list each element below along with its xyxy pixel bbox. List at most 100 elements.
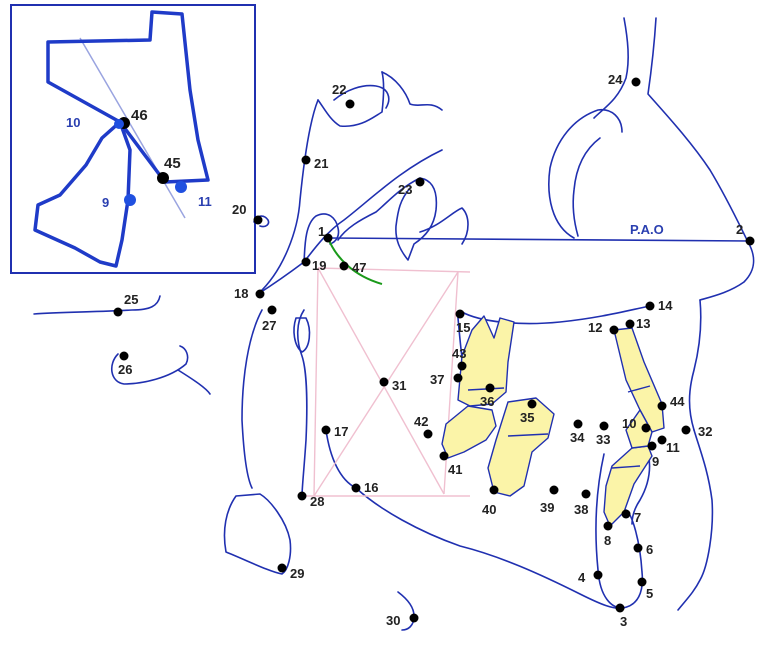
landmark-point-35 [527, 399, 537, 409]
incisor-seam-b [611, 465, 641, 469]
landmark-label-37: 37 [430, 372, 444, 387]
landmark-label-15: 15 [456, 320, 470, 335]
cranial-roof-curve [381, 71, 443, 111]
landmark-point-12 [609, 325, 619, 335]
landmark-label-35: 35 [520, 410, 534, 425]
landmark-point-20 [253, 215, 263, 225]
nose-tip [699, 241, 755, 301]
landmark-label-23: 23 [398, 182, 412, 197]
landmark-label-19: 19 [312, 258, 326, 273]
landmark-point-24 [631, 77, 641, 87]
landmark-point-23 [415, 177, 425, 187]
landmark-point-33 [599, 421, 609, 431]
landmark-label-31: 31 [392, 378, 406, 393]
landmark-point-40 [489, 485, 499, 495]
landmark-label-32: 32 [698, 424, 712, 439]
landmark-point-17 [321, 425, 331, 435]
landmark-label-7: 7 [634, 510, 641, 525]
landmark-label-3: 3 [620, 614, 627, 629]
upper-molar-crown-tooth [487, 397, 555, 497]
landmark-point-27 [267, 305, 277, 315]
landmark-point-47 [339, 261, 349, 271]
landmark-label-12: 12 [588, 320, 602, 335]
chin-soft [631, 451, 651, 525]
landmark-point-22 [345, 99, 355, 109]
landmark-label-16: 16 [364, 480, 378, 495]
landmark-point-4 [593, 570, 603, 580]
inset-label-9: 9 [102, 195, 109, 210]
landmark-point-28 [297, 491, 307, 501]
landmark-point-13 [625, 319, 635, 329]
pao-line [327, 237, 751, 242]
orbit-right [548, 108, 623, 239]
landmark-label-18: 18 [234, 286, 248, 301]
inset-label-46: 46 [131, 107, 148, 124]
landmark-label-24: 24 [608, 72, 623, 87]
landmark-point-8 [603, 521, 613, 531]
landmark-point-41 [439, 451, 449, 461]
landmark-label-5: 5 [646, 586, 653, 601]
coronoid-curve [325, 429, 357, 489]
nasal-bridge [647, 17, 749, 243]
landmark-label-9: 9 [652, 454, 659, 469]
landmark-point-15 [455, 309, 465, 319]
landmark-point-37 [453, 373, 463, 383]
landmark-point-10 [641, 423, 651, 433]
landmark-label-41: 41 [448, 462, 462, 477]
teeth [441, 315, 665, 527]
molar-seam-b [507, 433, 549, 437]
landmark-label-43: 43 [452, 346, 466, 361]
landmark-point-29 [277, 563, 287, 573]
landmark-point-34 [573, 419, 583, 429]
mastoid-curve [223, 493, 292, 575]
upper-molar-root-tooth [457, 315, 515, 407]
landmark-label-29: 29 [290, 566, 304, 581]
skull-outlines [33, 17, 755, 631]
mandible-body [355, 487, 625, 610]
landmark-label-21: 21 [314, 156, 328, 171]
landmark-point-43 [457, 361, 467, 371]
landmark-label-22: 22 [332, 82, 346, 97]
inset-label-11: 11 [198, 194, 212, 209]
landmark-point-25 [113, 307, 123, 317]
inset-point-10 [114, 119, 124, 129]
inset-point-11 [175, 181, 187, 193]
ramus-anterior [241, 309, 263, 489]
landmark-point-7 [621, 509, 631, 519]
landmark-point-42 [423, 429, 433, 439]
inset-upper-tooth-outline [46, 10, 210, 184]
landmark-point-39 [549, 485, 559, 495]
landmark-label-20: 20 [232, 202, 246, 217]
landmark-point-44 [657, 401, 667, 411]
landmark-point-2 [745, 236, 755, 246]
sella-curve [317, 71, 385, 128]
landmark-label-40: 40 [482, 502, 496, 517]
landmark-point-38 [581, 489, 591, 499]
condyle-small [293, 317, 311, 353]
landmark-label-10: 10 [622, 416, 636, 431]
landmark-label-33: 33 [596, 432, 610, 447]
landmark-label-14: 14 [658, 298, 673, 313]
landmark-point-6 [633, 543, 643, 553]
pao-label: P.A.O [630, 222, 664, 237]
palate-line [461, 305, 651, 325]
clivus-line [257, 149, 443, 295]
landmark-point-26 [119, 351, 129, 361]
landmark-label-26: 26 [118, 362, 132, 377]
landmark-point-30 [409, 613, 419, 623]
lower-molar-tooth [441, 405, 497, 459]
inset-label-10: 10 [66, 115, 80, 130]
landmark-point-9 [647, 441, 657, 451]
nasion-hook [333, 84, 390, 109]
landmark-point-5 [637, 577, 647, 587]
landmark-label-11: 11 [666, 440, 680, 455]
nasal-line-b [593, 17, 629, 119]
landmark-label-13: 13 [636, 316, 650, 331]
landmark-label-34: 34 [570, 430, 585, 445]
inset-axis-line [79, 37, 186, 219]
landmark-label-8: 8 [604, 533, 611, 548]
upper-lip [688, 299, 702, 431]
landmark-point-19 [301, 257, 311, 267]
landmark-point-3 [615, 603, 625, 613]
